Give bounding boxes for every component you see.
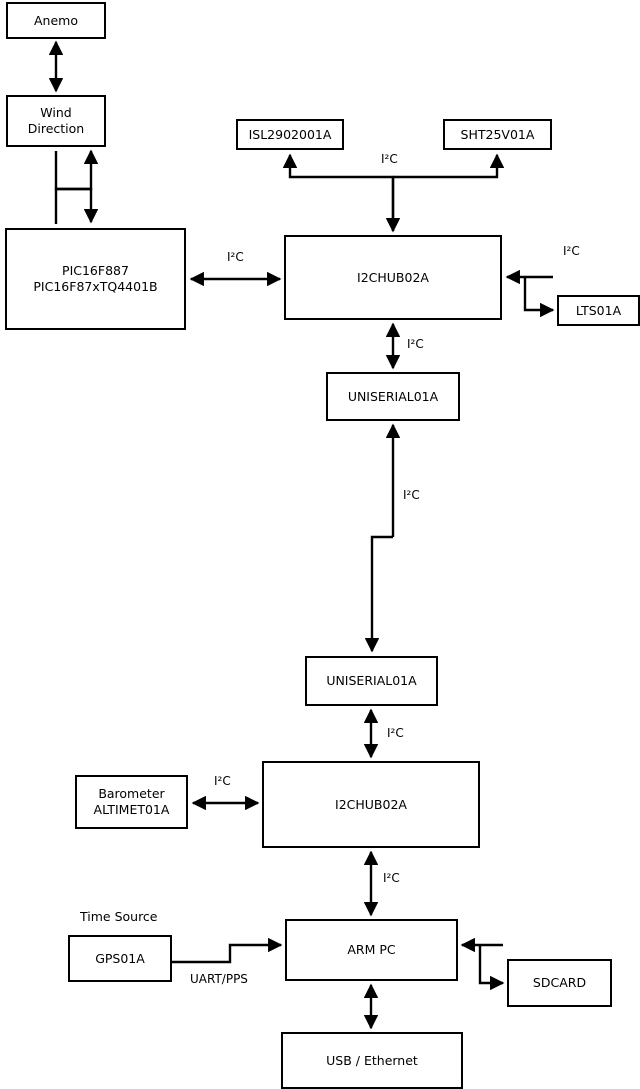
node-pic-mcu[interactable]: PIC16F887 PIC16F87xTQ4401B [5,228,186,330]
edge-hub-isl [282,153,395,231]
node-wind-direction-label: Wind Direction [27,105,85,136]
node-anemo-label: Anemo [34,12,78,28]
edge-pic-wind [54,149,99,224]
node-pic-mcu-label: PIC16F887 PIC16F87xTQ4401B [33,263,158,294]
edge-wind-pic [54,151,99,224]
edge-label-i2c-uniserial-hub: I²C [387,726,404,740]
edge-label-i2c-pic-hub: I²C [227,250,244,264]
node-usb-ethernet-label: USB / Ethernet [326,1052,418,1068]
node-wind-direction[interactable]: Wind Direction [6,95,106,147]
edge-hub-sht [393,153,505,179]
node-uniserial01a-bottom[interactable]: UNISERIAL01A [305,656,438,706]
node-isl2902001a[interactable]: ISL2902001A [236,119,344,150]
edge-gps-armpc [172,937,283,964]
edge-label-i2c-hub-lts: I²C [563,244,580,258]
edge-label-i2c-baro-hub: I²C [214,774,231,788]
node-arm-pc-label: ARM PC [347,942,396,958]
node-gps01a-label: GPS01A [95,950,145,966]
node-sdcard-label: SDCARD [532,975,587,991]
edge-uniserial-link-jog [364,535,393,653]
node-i2chub02a-bottom[interactable]: I2CHUB02A [262,761,480,848]
node-sht25v01a[interactable]: SHT25V01A [443,119,552,150]
node-lts01a-label: LTS01A [575,302,622,318]
node-sdcard[interactable]: SDCARD [507,959,612,1007]
label-time-source: Time Source [80,909,158,924]
node-uniserial01a-top[interactable]: UNISERIAL01A [326,372,460,421]
edge-label-i2c-top-bus: I²C [381,152,398,166]
edge-label-uart-pps: UART/PPS [190,972,248,986]
edge-label-i2c-uniserial-link: I²C [403,488,420,502]
node-uniserial01a-top-label: UNISERIAL01A [347,388,439,404]
node-uniserial01a-bottom-label: UNISERIAL01A [326,673,417,689]
node-barometer-altimet01a[interactable]: Barometer ALTIMET01A [75,775,188,829]
edge-lts-hub-riser [523,277,555,318]
node-barometer-altimet01a-label: Barometer ALTIMET01A [93,786,170,817]
edge-label-i2c-hub-armpc: I²C [383,871,400,885]
node-gps01a[interactable]: GPS01A [68,935,172,982]
node-arm-pc[interactable]: ARM PC [285,919,458,981]
node-lts01a[interactable]: LTS01A [557,295,640,326]
node-sht25v01a-label: SHT25V01A [460,126,535,142]
node-anemo[interactable]: Anemo [6,2,106,39]
edge-label-i2c-hub-uniserial: I²C [407,337,424,351]
node-usb-ethernet[interactable]: USB / Ethernet [281,1032,463,1089]
node-i2chub02a-top-label: I2CHUB02A [357,269,429,285]
node-i2chub02a-bottom-label: I2CHUB02A [335,796,407,812]
node-isl2902001a-label: ISL2902001A [248,126,332,142]
node-i2chub02a-top[interactable]: I2CHUB02A [284,235,502,320]
edge-armpc-sdcard [478,945,505,991]
